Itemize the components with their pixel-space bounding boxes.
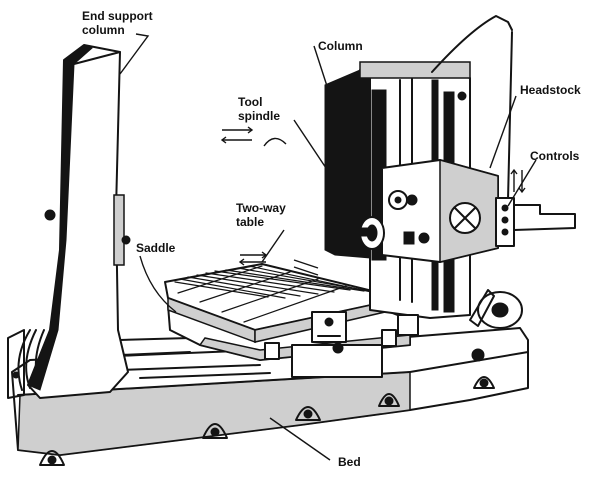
label-headstock: Headstock: [520, 83, 581, 97]
label-column: Column: [318, 39, 363, 53]
label-saddle: Saddle: [136, 241, 176, 255]
end-support-column: [7, 44, 131, 399]
spindle-rotation-arrow-icon: [263, 137, 287, 147]
headstock-vertical-arrow-icon: [510, 168, 526, 194]
spindle-axial-arrow-icon: [220, 126, 254, 144]
table-motion-arrow-icon: [238, 251, 319, 276]
label-bed: Bed: [338, 455, 361, 469]
label-controls: Controls: [530, 149, 580, 163]
drive-unit: [397, 289, 523, 362]
motion-arrows: [220, 126, 526, 276]
bed: [11, 327, 529, 466]
headstock: [381, 159, 499, 263]
leader-lines: [119, 33, 537, 461]
controls-pendant: [431, 15, 576, 247]
tool-spindle: [351, 216, 385, 250]
